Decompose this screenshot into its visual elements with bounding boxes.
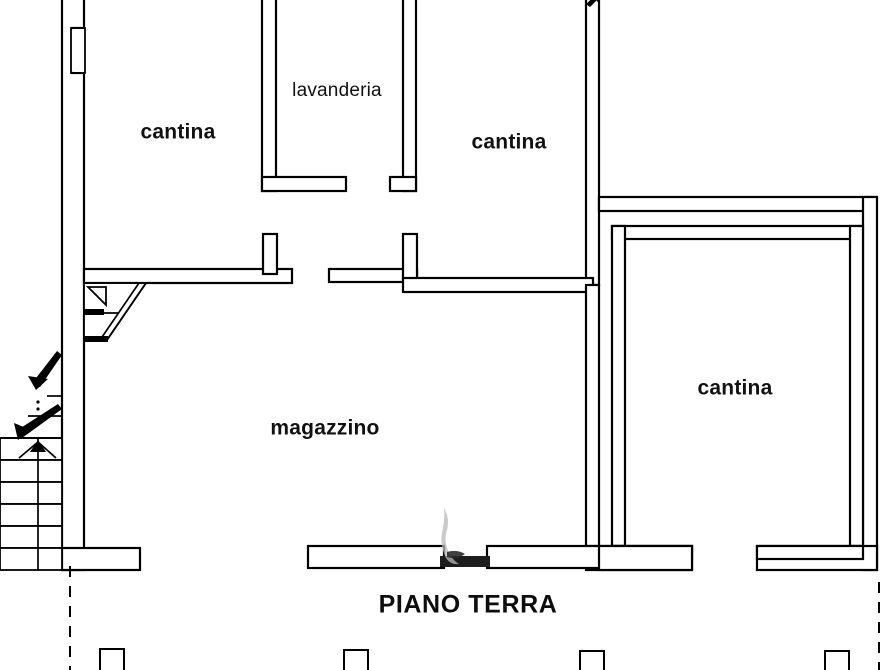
north-tick-icon xyxy=(586,0,597,7)
room-label-lavanderia: lavanderia xyxy=(292,80,382,101)
staircase xyxy=(0,351,63,571)
stair-upper-ramp xyxy=(83,282,148,342)
scan-artifact-smudge xyxy=(441,508,459,565)
wall-magazzino-bottom xyxy=(306,508,601,570)
wall-divider-cantina-magazzino xyxy=(82,232,294,285)
landing-triangle-icon xyxy=(85,286,107,308)
wall-right-block-left xyxy=(584,283,694,572)
wall-lavanderia-right xyxy=(388,0,418,193)
room-label-cantina-right: cantina xyxy=(698,377,773,400)
footer-wall-stubs xyxy=(99,648,850,670)
magazzino-door-threshold xyxy=(440,556,490,567)
room-cantina-right-walls xyxy=(597,195,879,572)
plan-title: PIANO TERRA xyxy=(379,591,558,619)
left-exterior-wall xyxy=(60,0,86,572)
room-label-cantina-top-left: cantina xyxy=(141,121,216,144)
room-label-magazzino: magazzino xyxy=(270,417,379,440)
room-label-cantina-top-right: cantina xyxy=(472,131,547,154)
wall-cantina-topleft-right xyxy=(260,0,348,193)
left-wall-footing xyxy=(60,546,142,572)
